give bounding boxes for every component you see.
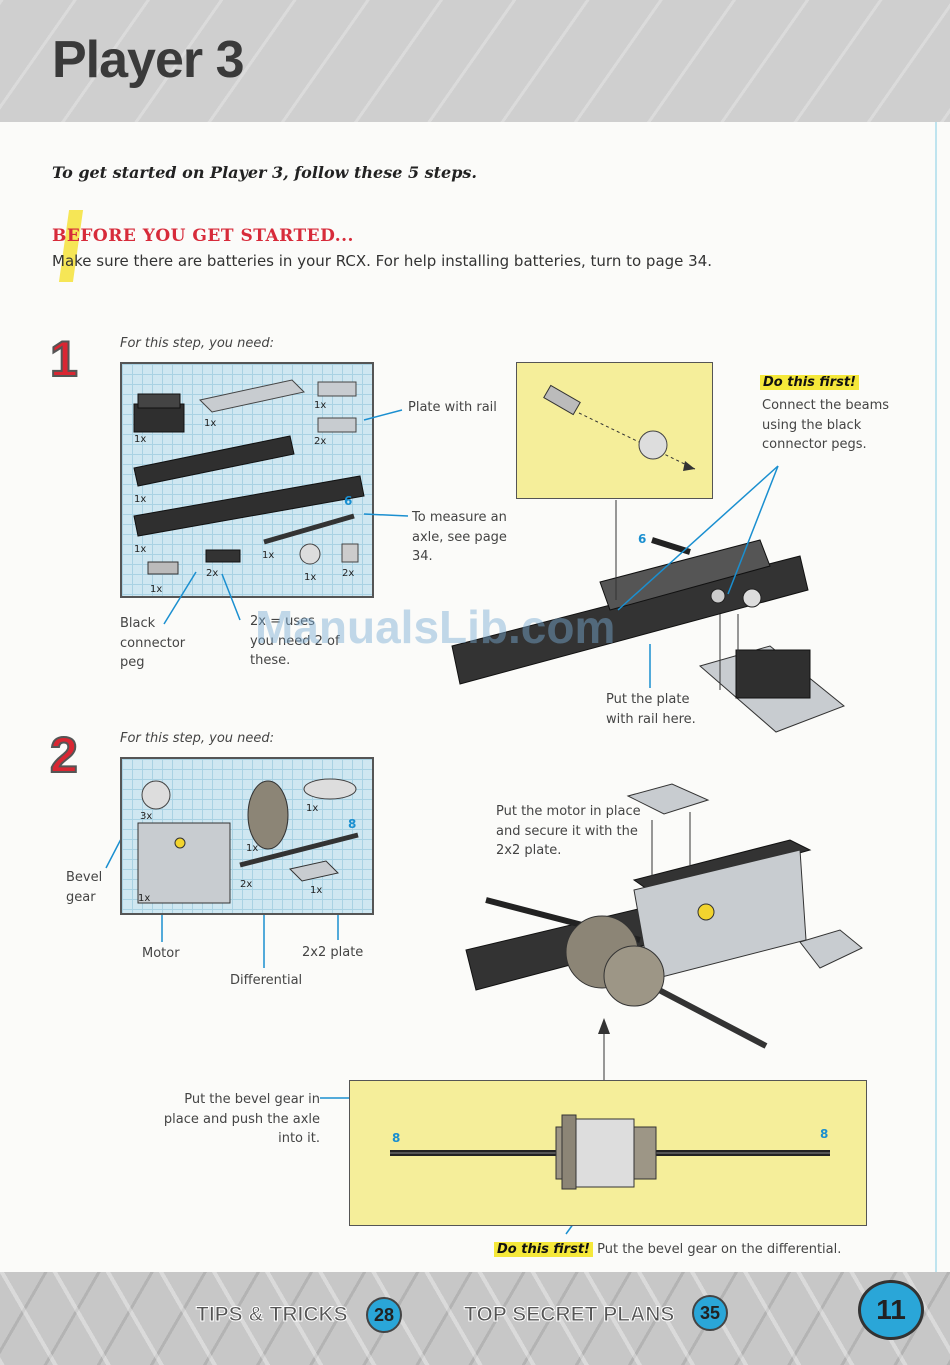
qty-label: 1x [310, 885, 323, 896]
tips-tricks-link[interactable]: TIPS & TRICKS [196, 1303, 349, 1327]
margin-rule [935, 122, 937, 1272]
header-band: Player 3 [0, 0, 950, 122]
step-1-do-first-text: Connect the beams using the black connec… [762, 398, 890, 452]
step-2-number: 2 [49, 726, 79, 784]
step-2-need: For this step, you need: [120, 731, 275, 746]
qty-label: 2x [240, 879, 253, 890]
top-secret-plans-link[interactable]: TOP SECRET PLANS [463, 1303, 675, 1327]
qty-label: 1x [314, 400, 327, 411]
qty-label: 2x [342, 568, 355, 579]
page-number: 11 [858, 1280, 924, 1340]
motor-note: Put the motor in place and secure it wit… [496, 804, 641, 858]
plate-rail-label: Plate with rail [408, 400, 497, 415]
step-2-inset: 8 8 [349, 1080, 867, 1226]
qty-label: 1x [262, 550, 275, 561]
axle-size-label: 6 [344, 494, 353, 508]
axle-measure-label: To measure an axle, see page 34. [412, 510, 507, 564]
watermark: ManualsLib.com [255, 601, 616, 653]
qty-label: 1x [134, 434, 147, 445]
qty-label: 1x [306, 803, 319, 814]
assembly-axle-size: 6 [638, 532, 647, 546]
qty-label: 3x [140, 811, 153, 822]
step-2-do-first: Do this first! Put the bevel gear on the… [494, 1240, 894, 1260]
before-text: Make sure there are batteries in your RC… [52, 252, 713, 270]
bevel-note: Put the bevel gear in place and push the… [163, 1092, 320, 1146]
qty-label: 1x [138, 893, 151, 904]
step-1-do-first: Do this first! [760, 373, 890, 393]
axle-size-label: 8 [348, 817, 357, 831]
intro-text: To get started on Player 3, follow these… [52, 163, 477, 182]
bevel-gear-label: Bevel gear [66, 870, 103, 905]
qty-label: 1x [150, 584, 163, 595]
qty-label: 1x [134, 544, 147, 555]
qty-label: 2x [314, 436, 327, 447]
step-2-parts-grid: 3x 1x 1x 1x 2x 1x 8 [120, 757, 374, 915]
put-plate-here-label: Put the plate with rail here. [606, 692, 696, 727]
do-first-text: Put the bevel gear on the differential. [597, 1242, 842, 1257]
motor-label: Motor [142, 946, 180, 961]
plate-2x2-label: 2x2 plate [302, 945, 364, 960]
step-2-parts-illustration [137, 778, 359, 904]
qty-label: 1x [204, 418, 217, 429]
before-title: BEFORE YOU GET STARTED... [52, 226, 354, 246]
do-first-title: Do this first! [494, 1242, 593, 1257]
differential-label: Differential [230, 973, 303, 988]
qty-label: 1x [134, 494, 147, 505]
footer-band [0, 1272, 950, 1365]
two-of-these-label: 2x = uses you need 2 of these. [250, 614, 340, 668]
do-first-title: Do this first! [760, 375, 859, 390]
tips-page-badge[interactable]: 28 [366, 1297, 402, 1333]
step-1-inset [516, 362, 713, 499]
plans-page-badge[interactable]: 35 [692, 1295, 728, 1331]
step-1-parts-illustration [133, 379, 365, 575]
step-1-number: 1 [49, 330, 79, 388]
step-1-need: For this step, you need: [120, 336, 275, 351]
qty-label: 1x [246, 843, 259, 854]
page-title: Player 3 [52, 31, 244, 89]
black-peg-label: Black connector peg [120, 616, 186, 670]
qty-label: 2x [206, 568, 219, 579]
axle-left-label: 8 [392, 1131, 401, 1145]
peg-gear-illustration [543, 384, 696, 471]
differential-inset-illustration [390, 1114, 830, 1190]
qty-label: 1x [304, 572, 317, 583]
step-1-parts-grid: 1x 1x 1x 2x 1x 1x 1x 2x 1x 1x 2x 6 [120, 362, 374, 598]
axle-right-label: 8 [820, 1127, 829, 1141]
